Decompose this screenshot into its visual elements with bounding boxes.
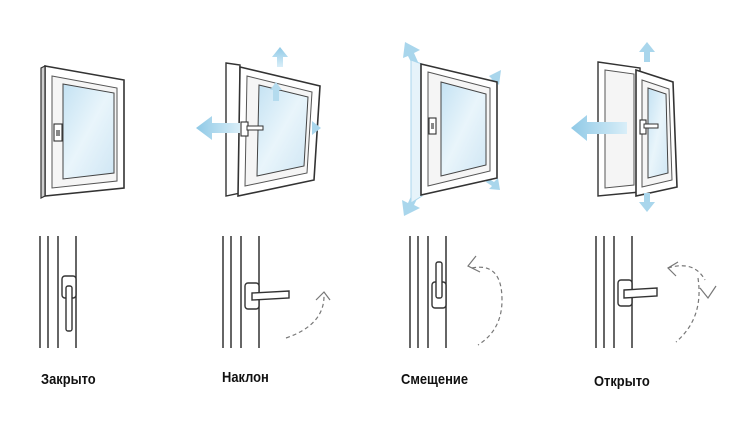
label-open: Открыто — [594, 373, 650, 390]
handle-open-icon — [595, 236, 717, 348]
label-tilt: Наклон — [222, 369, 269, 386]
handle-closed-icon — [39, 236, 77, 348]
label-closed: Закрыто — [41, 371, 96, 388]
label-shift: Смещение — [401, 371, 468, 388]
handle-shift-icon — [409, 236, 503, 348]
handle-tilt-icon — [222, 236, 331, 348]
window-shift-icon — [402, 42, 501, 216]
window-tilt-icon — [196, 47, 321, 197]
window-closed-icon — [40, 65, 125, 199]
window-open-icon — [571, 42, 678, 212]
